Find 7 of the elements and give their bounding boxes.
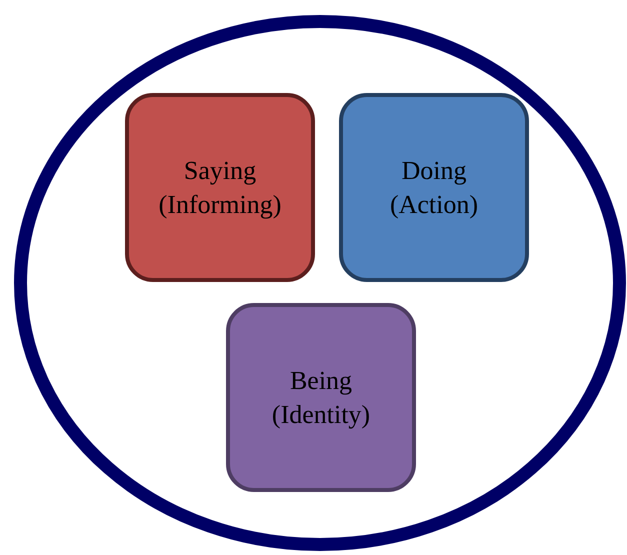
box-label: Saying (Informing) [158, 154, 282, 221]
category-box [125, 93, 315, 282]
category-box [339, 93, 529, 282]
oval-frame [14, 15, 626, 551]
category-box [226, 303, 416, 492]
box-label: Being (Identity) [270, 364, 372, 431]
box-label: Doing (Action) [388, 154, 480, 220]
